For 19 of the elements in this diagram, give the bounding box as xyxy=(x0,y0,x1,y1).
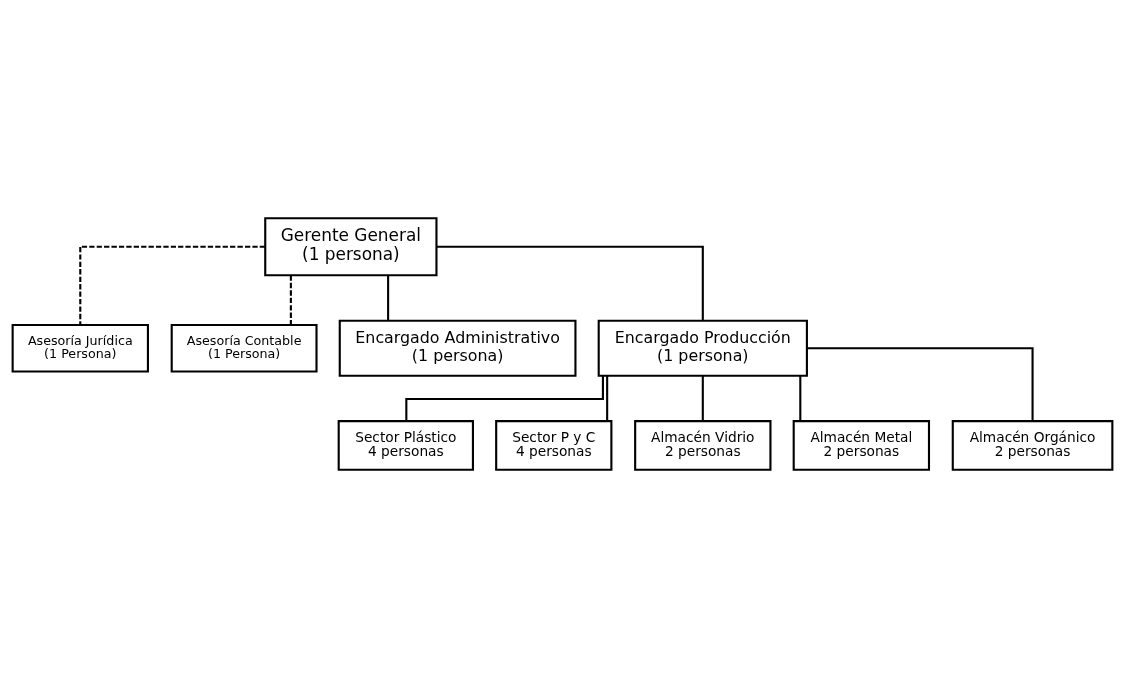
connector xyxy=(799,375,802,421)
connector xyxy=(436,245,704,320)
connector xyxy=(606,375,609,421)
node-box: Asesoría Contable (1 Persona) xyxy=(170,323,318,373)
node-box: Sector P y C 4 personas xyxy=(495,419,613,471)
node-box: Almacén Orgánico 2 personas xyxy=(951,419,1114,471)
node-box: Sector Plástico 4 personas xyxy=(337,419,474,471)
connector xyxy=(289,275,292,325)
connector xyxy=(807,346,1034,421)
node-box: Encargado Producción (1 persona) xyxy=(597,319,808,377)
node-box: Almacén Vidrio 2 personas xyxy=(634,419,772,471)
connector xyxy=(79,245,265,325)
node-box: Almacén Metal 2 personas xyxy=(792,419,931,471)
node-box: Gerente General (1 persona) xyxy=(264,216,438,276)
node-box: Asesoría Jurídica (1 Persona) xyxy=(11,323,149,373)
connector xyxy=(405,375,604,421)
node-box: Encargado Administrativo (1 persona) xyxy=(338,319,577,377)
connector xyxy=(387,275,390,320)
connector xyxy=(701,375,704,421)
